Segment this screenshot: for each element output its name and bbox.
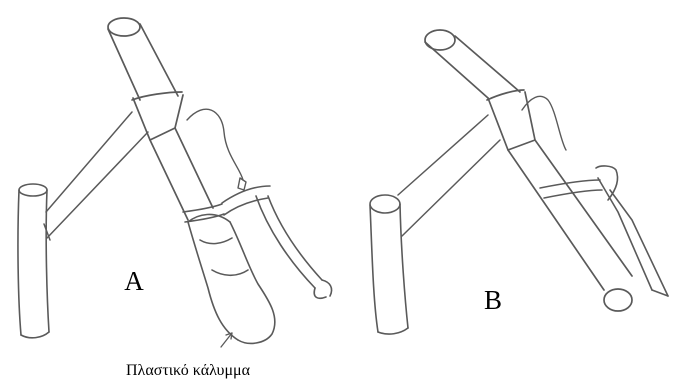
grip-cover-a [188,214,275,343]
pointer-arrow-a [221,333,232,347]
stem-arm-b [398,115,500,236]
caption-plastic-cover: Πλαστικό κάλυμμα [126,363,250,379]
label-a: A [103,257,165,305]
clamp-b [540,180,602,198]
brake-cable-a [187,109,246,190]
stem-arm-a [44,112,148,240]
handlebar-tube-b [425,30,632,311]
handlebar-a [18,18,332,347]
label-b: B [463,276,523,324]
stem-post-a [18,184,49,338]
stem-post-b [370,195,408,334]
handlebar-tube-a [108,18,213,220]
clamp-a [183,204,224,222]
